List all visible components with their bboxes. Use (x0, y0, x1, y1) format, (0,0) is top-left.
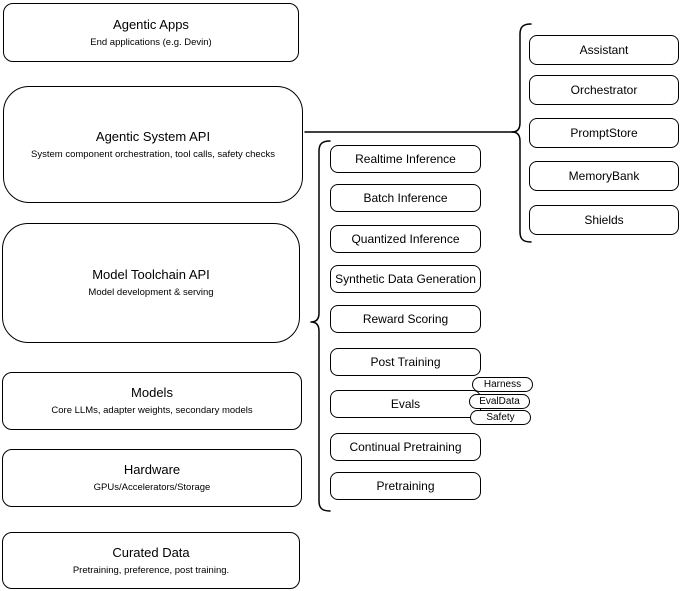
box-models: Models Core LLMs, adapter weights, secon… (2, 372, 302, 430)
box-subtitle: End applications (e.g. Devin) (90, 36, 212, 48)
toolchain-brace (310, 140, 331, 512)
box-title: Model Toolchain API (92, 267, 210, 282)
box-title: Curated Data (112, 544, 190, 560)
box-label: Quantized Inference (351, 232, 460, 246)
box-title: Models (131, 385, 173, 400)
box-label: Evals (390, 397, 421, 411)
box-curated-data: Curated Data Pretraining, preference, po… (2, 532, 300, 589)
box-synthetic-data-generation: Synthetic Data Generation (330, 265, 481, 293)
box-title: Hardware (123, 462, 181, 477)
box-label: Realtime Inference (355, 152, 456, 166)
tag-safety: Safety (470, 410, 531, 425)
box-subtitle: Pretraining, preference, post training. (72, 564, 230, 576)
box-label: Orchestrator (570, 83, 638, 97)
box-label: MemoryBank (568, 169, 640, 183)
box-title: Agentic Apps (113, 16, 189, 32)
box-evals: Evals (330, 390, 481, 418)
box-label: Pretraining (376, 479, 435, 493)
box-title: Agentic System API (95, 128, 211, 144)
box-agentic-system-api: Agentic System API System component orch… (3, 86, 303, 203)
box-memorybank: MemoryBank (529, 161, 679, 191)
tag-label: Harness (483, 379, 522, 390)
box-label: PromptStore (570, 126, 638, 140)
box-subtitle: Model development & serving (88, 287, 214, 298)
box-label: Assistant (579, 43, 629, 57)
box-quantized-inference: Quantized Inference (330, 225, 481, 253)
box-subtitle: Core LLMs, adapter weights, secondary mo… (51, 405, 253, 416)
box-model-toolchain-api: Model Toolchain API Model development & … (2, 223, 300, 343)
box-subtitle: System component orchestration, tool cal… (31, 148, 275, 160)
box-realtime-inference: Realtime Inference (330, 145, 481, 173)
box-label: Post Training (370, 355, 441, 369)
box-reward-scoring: Reward Scoring (330, 305, 481, 333)
box-label: Reward Scoring (362, 312, 449, 326)
tag-evaldata: EvalData (469, 394, 530, 409)
tag-label: Safety (486, 412, 515, 423)
box-continual-pretraining: Continual Pretraining (330, 433, 481, 461)
box-label: Shields (584, 213, 624, 227)
tag-harness: Harness (472, 377, 533, 392)
box-batch-inference: Batch Inference (330, 184, 481, 212)
box-assistant: Assistant (529, 35, 679, 65)
components-brace (511, 23, 532, 243)
box-label: Batch Inference (363, 191, 448, 205)
box-pretraining: Pretraining (330, 472, 481, 500)
box-promptstore: PromptStore (529, 118, 679, 148)
box-agentic-apps: Agentic Apps End applications (e.g. Devi… (3, 3, 299, 62)
box-label: Synthetic Data Generation (335, 272, 476, 286)
box-post-training: Post Training (330, 348, 481, 376)
box-orchestrator: Orchestrator (529, 75, 679, 105)
tag-label: EvalData (479, 396, 520, 407)
box-hardware: Hardware GPUs/Accelerators/Storage (2, 449, 302, 507)
box-subtitle: GPUs/Accelerators/Storage (93, 482, 211, 493)
box-shields: Shields (529, 205, 679, 235)
box-label: Continual Pretraining (349, 440, 462, 454)
